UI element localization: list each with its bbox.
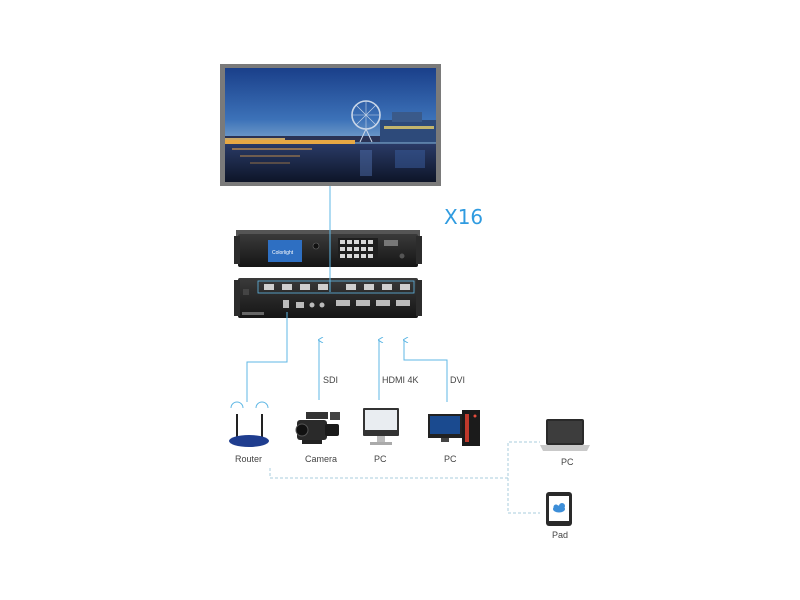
router-label: Router bbox=[235, 454, 262, 464]
pad-label: Pad bbox=[552, 530, 568, 540]
sdi-label: SDI bbox=[323, 375, 338, 385]
pc-monitor-icon bbox=[363, 408, 399, 445]
pc-label-2: PC bbox=[444, 454, 457, 464]
camera-icon bbox=[295, 412, 340, 444]
laptop-label: PC bbox=[561, 457, 574, 467]
connection-lines bbox=[246, 186, 540, 514]
dvi-label: DVI bbox=[450, 375, 465, 385]
front-lcd-screen bbox=[268, 240, 302, 262]
led-display bbox=[220, 64, 441, 186]
hdmi-label: HDMI 4K bbox=[382, 375, 419, 385]
brand-logo: Colorlight bbox=[272, 250, 294, 256]
laptop-icon bbox=[540, 419, 590, 451]
model-label: X16 bbox=[444, 205, 483, 229]
router-icon bbox=[229, 401, 269, 447]
pc-label-1: PC bbox=[374, 454, 387, 464]
processor-rear-panel bbox=[234, 278, 422, 318]
camera-label: Camera bbox=[305, 454, 337, 464]
dvi-line bbox=[404, 340, 448, 402]
processor-front-panel: Colorlight bbox=[234, 230, 422, 267]
tablet-icon bbox=[546, 492, 572, 526]
pad-dashed-line bbox=[507, 478, 540, 514]
router-line bbox=[246, 312, 288, 402]
pc-tower-icon bbox=[428, 410, 480, 446]
